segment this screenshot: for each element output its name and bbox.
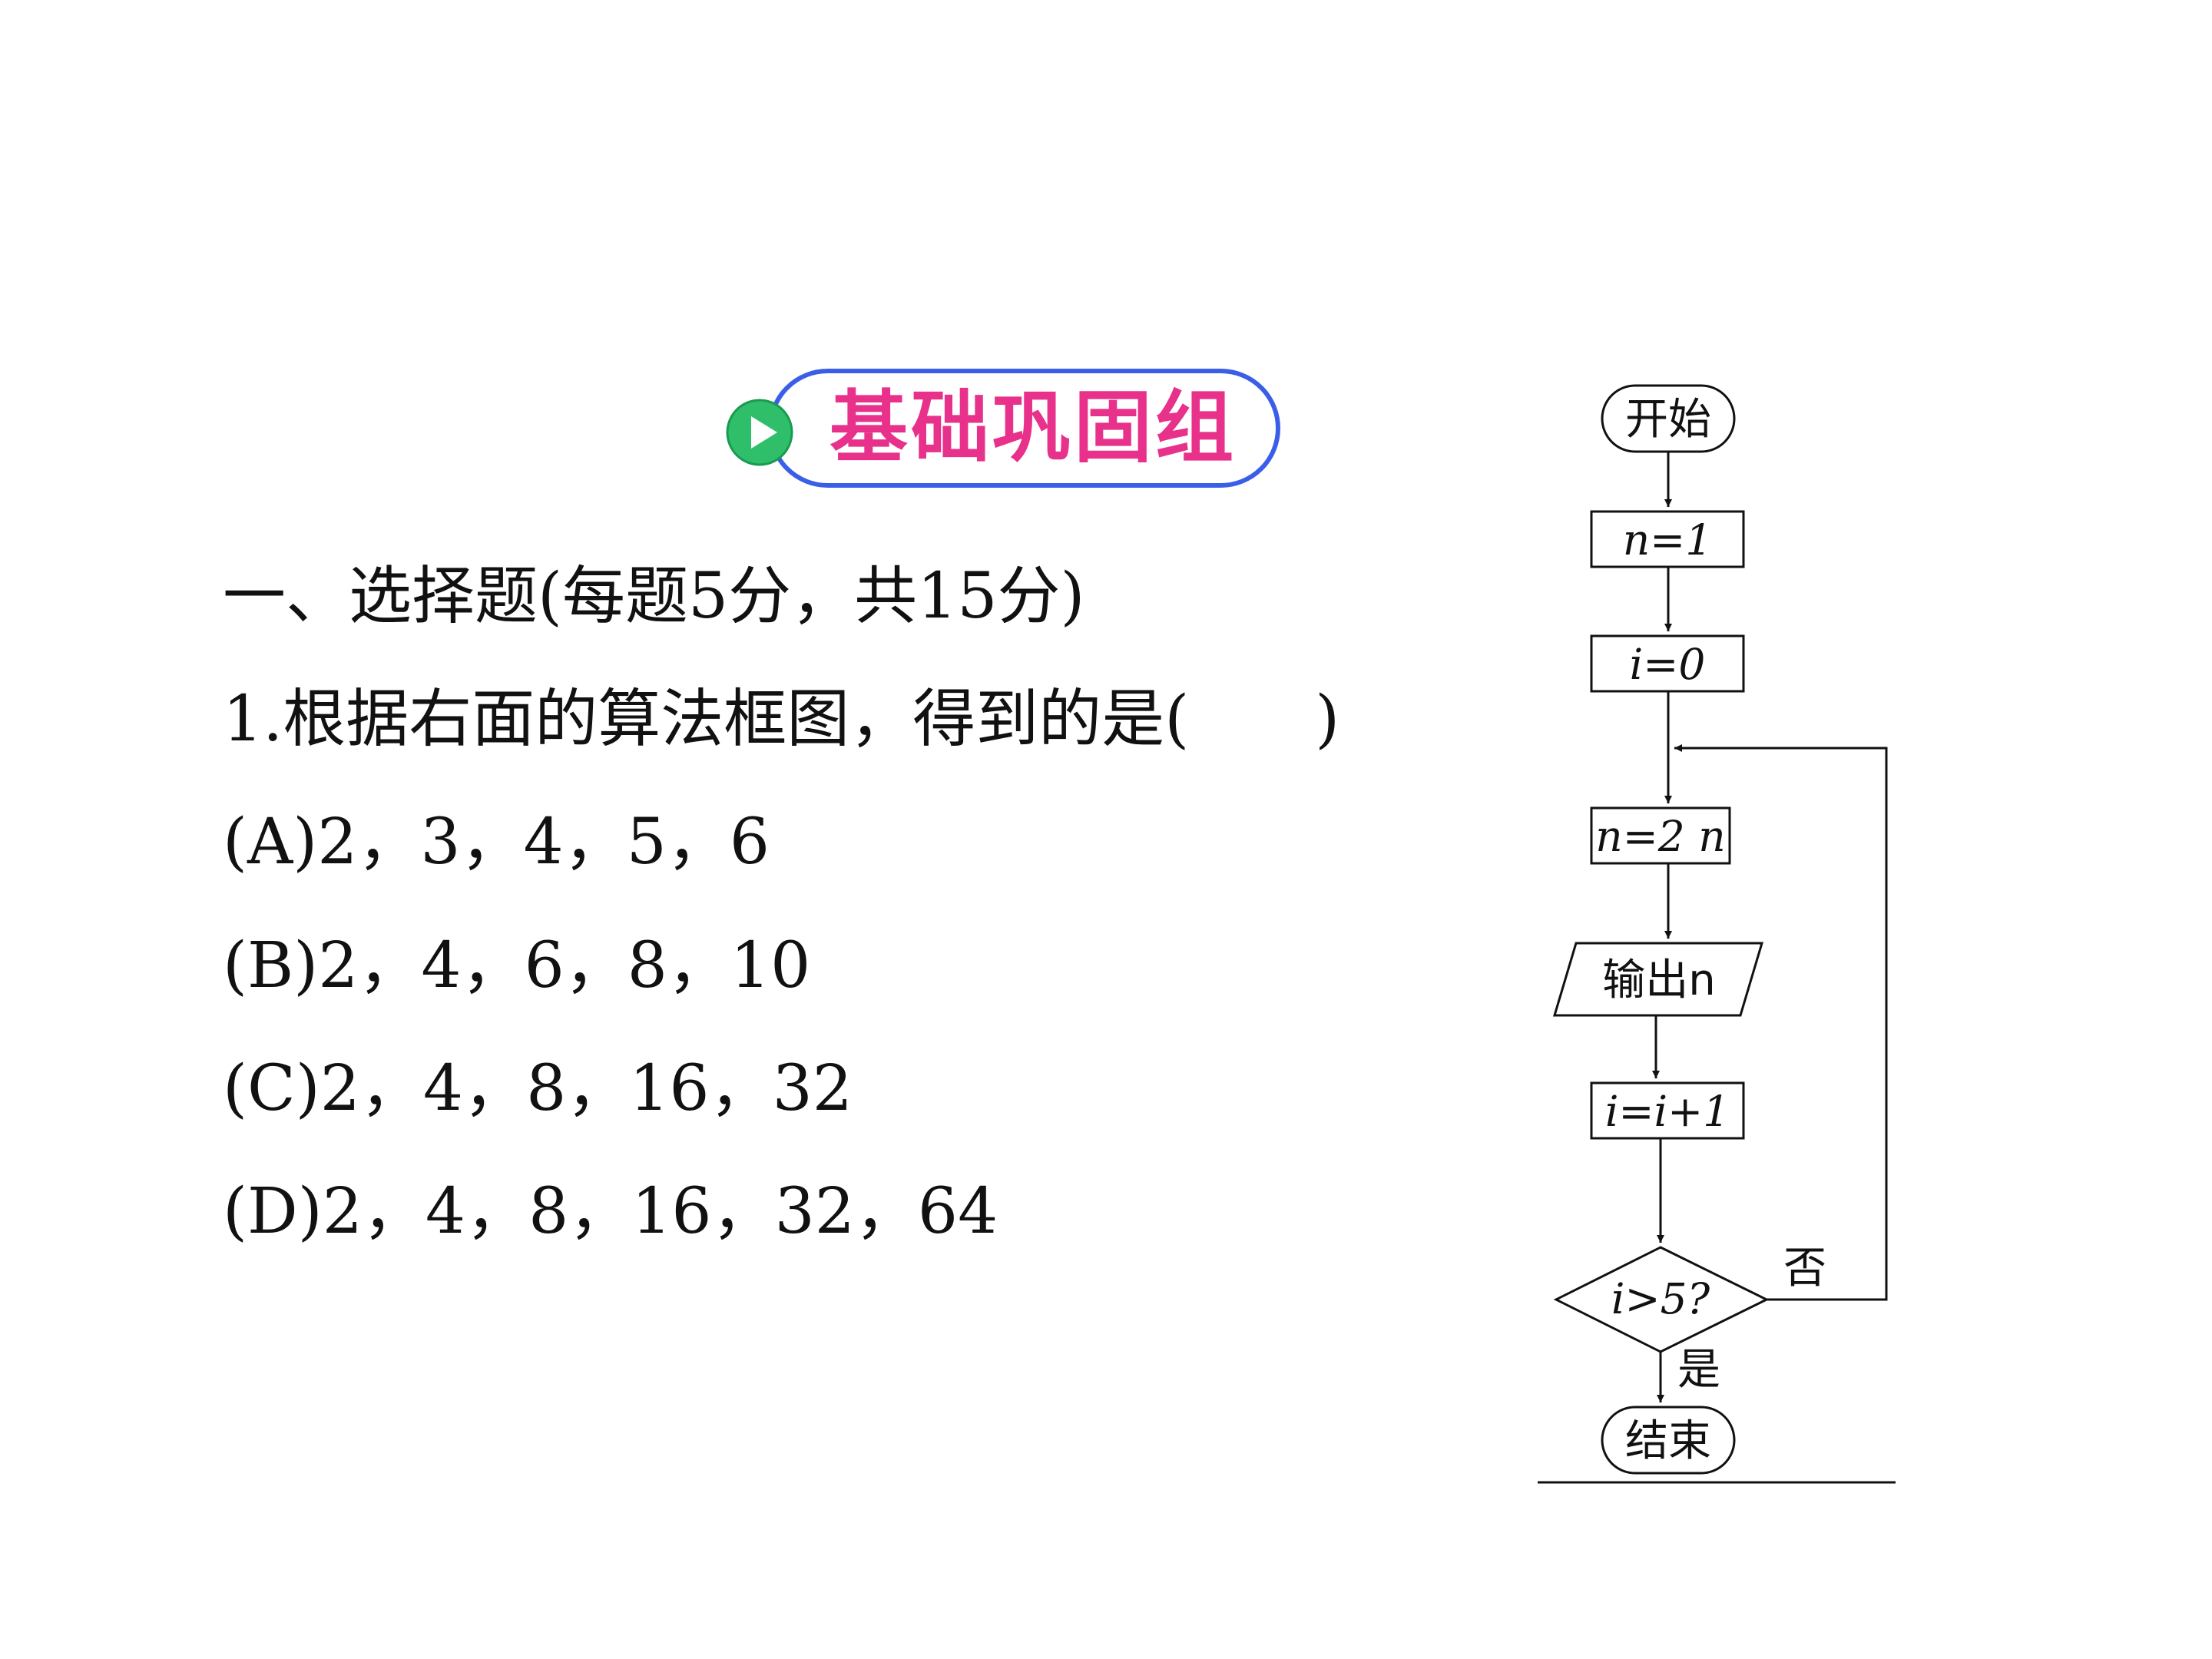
flowchart-no-label: 否 [1783,1243,1826,1293]
flowchart-condition-label: i>5? [1611,1274,1710,1323]
flowchart-n-double-label: n=2 n [1595,812,1725,861]
flowchart-yes-label: 是 [1677,1345,1720,1395]
question-stem: 1.根据右面的算法框图，得到的是( ) [223,683,1340,756]
flowchart-i-init-label: i=0 [1630,640,1706,689]
flowchart-loop-line [1674,744,1888,1301]
flowchart-start-label: 开始 [1625,395,1711,445]
option-b: (B)2，4，6，8，10 [223,929,811,1002]
flowchart-end-label: 结束 [1625,1416,1711,1466]
flowchart: 开始 n=1 i=0 n=2 n 输出n i=i+1 i>5? 否 是 结束 [1538,384,1896,1484]
flowchart-increment-box [1590,1081,1745,1140]
flowchart-output-label: 输出n [1602,955,1716,1005]
flowchart-n-init-label: n=1 [1623,515,1713,565]
flowchart-output-node [1552,942,1764,1017]
option-c: (C)2，4，8，16，32 [223,1052,853,1125]
banner-title: 基础巩固组 [830,382,1237,474]
flowchart-increment-label: i=i+1 [1605,1087,1730,1136]
play-icon [726,399,793,466]
option-a: (A)2，3，4，5，6 [223,806,770,879]
flowchart-end-node [1601,1406,1736,1475]
flowchart-n-double-box [1590,806,1731,865]
section-heading: 一、选择题(每题5分，共15分) [223,560,1085,633]
option-d: (D)2，4，8，16，32，64 [223,1175,998,1248]
section-banner [768,369,1280,488]
